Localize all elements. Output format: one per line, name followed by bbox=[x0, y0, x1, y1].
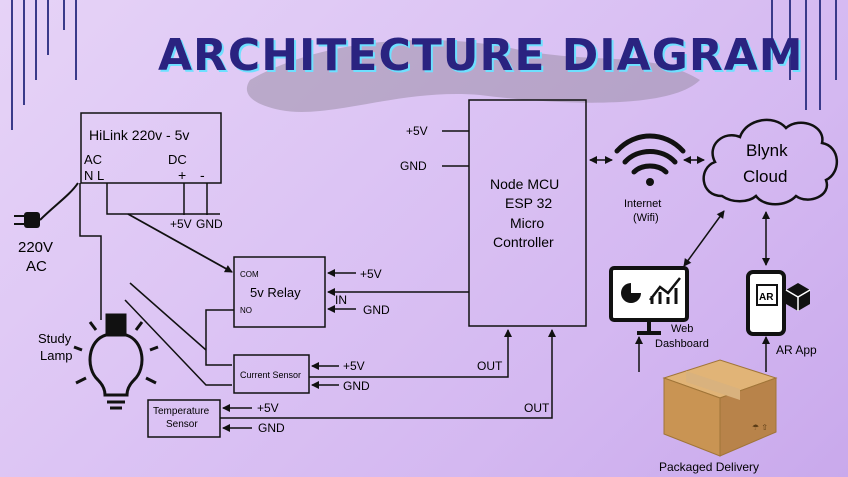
cloud-icon bbox=[702, 118, 838, 206]
web-dashboard-icon bbox=[609, 266, 689, 335]
internet-line1: Internet bbox=[624, 198, 661, 210]
relay-lamp-wires bbox=[100, 282, 234, 386]
mcu-line1: Node MCU bbox=[490, 176, 559, 192]
wifi-icon bbox=[614, 133, 686, 186]
current-sensor-out-wire bbox=[309, 329, 512, 378]
current-sensor-gnd-label: GND bbox=[343, 379, 370, 393]
lamp-label-line1: Study bbox=[38, 331, 72, 346]
package-box-icon: ☂ ⇧ bbox=[662, 359, 778, 457]
hilink-gnd-out: GND bbox=[196, 217, 223, 231]
hilink-box bbox=[80, 112, 222, 184]
relay-gnd-label: GND bbox=[363, 303, 390, 317]
web-label-line2: Dashboard bbox=[655, 338, 709, 350]
current-sensor-box bbox=[233, 354, 310, 394]
relay-com-label: COM bbox=[240, 270, 259, 279]
delivery-label: Packaged Delivery bbox=[659, 460, 759, 474]
hilink-dc-label: DC bbox=[168, 152, 187, 167]
temp-sensor-gnd-label: GND bbox=[258, 421, 285, 435]
hilink-minus-label: - bbox=[200, 167, 205, 183]
current-sensor-vcc-label: +5V bbox=[343, 359, 365, 373]
mcu-gnd-label: GND bbox=[400, 159, 427, 173]
hilink-plus-label: + bbox=[178, 167, 186, 183]
relay-no-label: NO bbox=[240, 306, 252, 315]
mcu-line3: Micro bbox=[510, 215, 544, 231]
temp-sensor-line2: Sensor bbox=[166, 419, 198, 430]
hilink-to-relay-arrow bbox=[127, 213, 233, 273]
internet-line2: (Wifi) bbox=[633, 212, 659, 224]
relay-label: 5v Relay bbox=[250, 285, 301, 300]
lamp-label-line2: Lamp bbox=[40, 348, 73, 363]
cloud-line1: Blynk bbox=[746, 141, 788, 160]
mcu-vcc-label: +5V bbox=[406, 124, 428, 138]
plug-icon bbox=[14, 182, 79, 228]
mains-voltage: 220V bbox=[18, 239, 53, 256]
mcu-box bbox=[468, 99, 587, 327]
hilink-ac-label: AC bbox=[84, 152, 102, 167]
hilink-label: HiLink 220v - 5v bbox=[89, 127, 189, 143]
hilink-wires bbox=[79, 183, 220, 300]
mcu-line2: ESP 32 bbox=[505, 195, 552, 211]
hilink-nl-label: N L bbox=[84, 168, 104, 183]
temp-sensor-vcc-label: +5V bbox=[257, 401, 279, 415]
mains-type: AC bbox=[26, 258, 47, 275]
temp-sensor-out-label: OUT bbox=[524, 401, 550, 415]
page-title: ARCHITECTURE DIAGRAM bbox=[158, 30, 804, 81]
decor-lines-left bbox=[11, 0, 77, 130]
temp-sensor-out-wire bbox=[220, 329, 556, 419]
ar-badge: AR bbox=[759, 292, 774, 303]
cloud-web-link bbox=[683, 210, 725, 267]
hilink-5v-out: +5V bbox=[170, 217, 192, 231]
brush-stroke-decoration bbox=[246, 40, 701, 112]
current-sensor-out-label: OUT bbox=[477, 359, 503, 373]
svg-text:☂ ⇧: ☂ ⇧ bbox=[752, 423, 768, 432]
cloud-line2: Cloud bbox=[743, 167, 787, 186]
temp-sensor-line1: Temperature bbox=[153, 406, 210, 417]
lamp-bulb-icon bbox=[73, 313, 159, 410]
relay-in-label: IN bbox=[335, 293, 347, 307]
ar-app-icon bbox=[746, 270, 811, 336]
decor-lines-right bbox=[771, 0, 837, 110]
relay-vcc-label: +5V bbox=[360, 267, 382, 281]
ar-label: AR App bbox=[776, 343, 817, 357]
current-sensor-label: Current Sensor bbox=[240, 370, 301, 380]
mcu-line4: Controller bbox=[493, 234, 554, 250]
relay-box bbox=[233, 256, 326, 328]
web-label-line1: Web bbox=[671, 323, 693, 335]
